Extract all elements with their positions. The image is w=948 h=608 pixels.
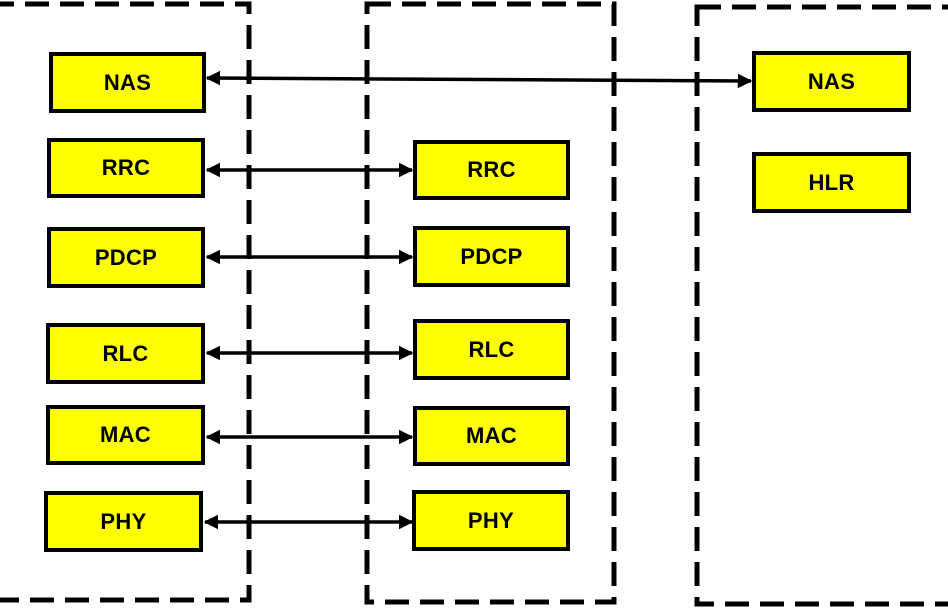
core-container: [694, 4, 948, 607]
enb-rlc-box: RLC: [413, 319, 570, 380]
ue-container: [0, 1, 252, 603]
ue-mac-box: MAC: [46, 405, 205, 465]
core-hlr-box: HLR: [752, 152, 911, 213]
enb-pdcp-box: PDCP: [413, 226, 570, 287]
nas-to-nas-arrow: [205, 70, 753, 89]
core-nas-box: NAS: [752, 51, 911, 112]
ue-phy-box: PHY: [44, 491, 203, 552]
ue-pdcp-box: PDCP: [47, 227, 205, 288]
enb-mac-box: MAC: [413, 406, 570, 466]
ue-rrc-box: RRC: [47, 138, 205, 198]
ue-nas-box: NAS: [49, 52, 206, 113]
enb-rrc-box: RRC: [413, 140, 570, 200]
enb-container: [364, 1, 617, 605]
ue-rlc-box: RLC: [46, 323, 205, 384]
enb-phy-box: PHY: [412, 490, 570, 551]
